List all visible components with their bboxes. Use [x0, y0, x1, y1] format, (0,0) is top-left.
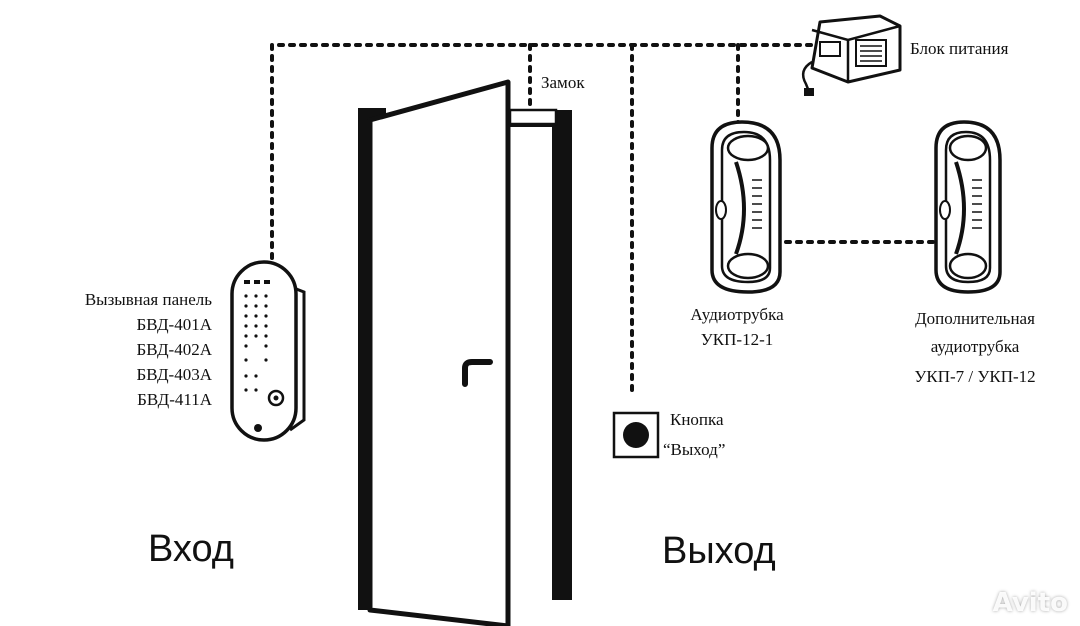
power-supply-label: Блок питания	[910, 39, 1009, 58]
wiring-lines	[270, 43, 938, 394]
extra-handset-model: УКП-7 / УКП-12	[914, 367, 1036, 386]
call-panel-model: БВД-411А	[137, 390, 212, 409]
call-button-icon	[267, 389, 285, 407]
handset-model: УКП-12-1	[700, 330, 774, 349]
call-panel-model: БВД-403А	[136, 365, 213, 384]
exit-label: Выход	[662, 530, 776, 572]
entrance-label: Вход	[148, 528, 234, 570]
call-panel-model: БВД-401А	[136, 315, 213, 334]
call-panel-icon	[230, 260, 306, 442]
lock-label: Замок	[541, 73, 585, 92]
door-frame-right	[552, 110, 572, 600]
call-panel-label: Вызывная панель	[84, 290, 212, 309]
extra-handset-icon	[934, 120, 1002, 294]
exit-button-label-2: “Выход”	[663, 440, 726, 459]
lock-icon	[508, 108, 558, 126]
extra-handset-label: Дополнительная	[915, 309, 1035, 328]
exit-button-label: Кнопка	[670, 410, 724, 429]
door-leaf	[367, 79, 511, 626]
watermark: Avito	[992, 588, 1068, 618]
exit-button-icon	[612, 411, 660, 459]
door-handle-icon	[462, 359, 493, 387]
extra-handset-label-2: аудиотрубка	[930, 337, 1020, 356]
door	[358, 79, 572, 626]
power-supply-icon	[801, 14, 902, 96]
call-panel-model: БВД-402А	[136, 340, 213, 359]
handset-icon	[710, 120, 782, 294]
handset-label: Аудиотрубка	[690, 305, 784, 324]
